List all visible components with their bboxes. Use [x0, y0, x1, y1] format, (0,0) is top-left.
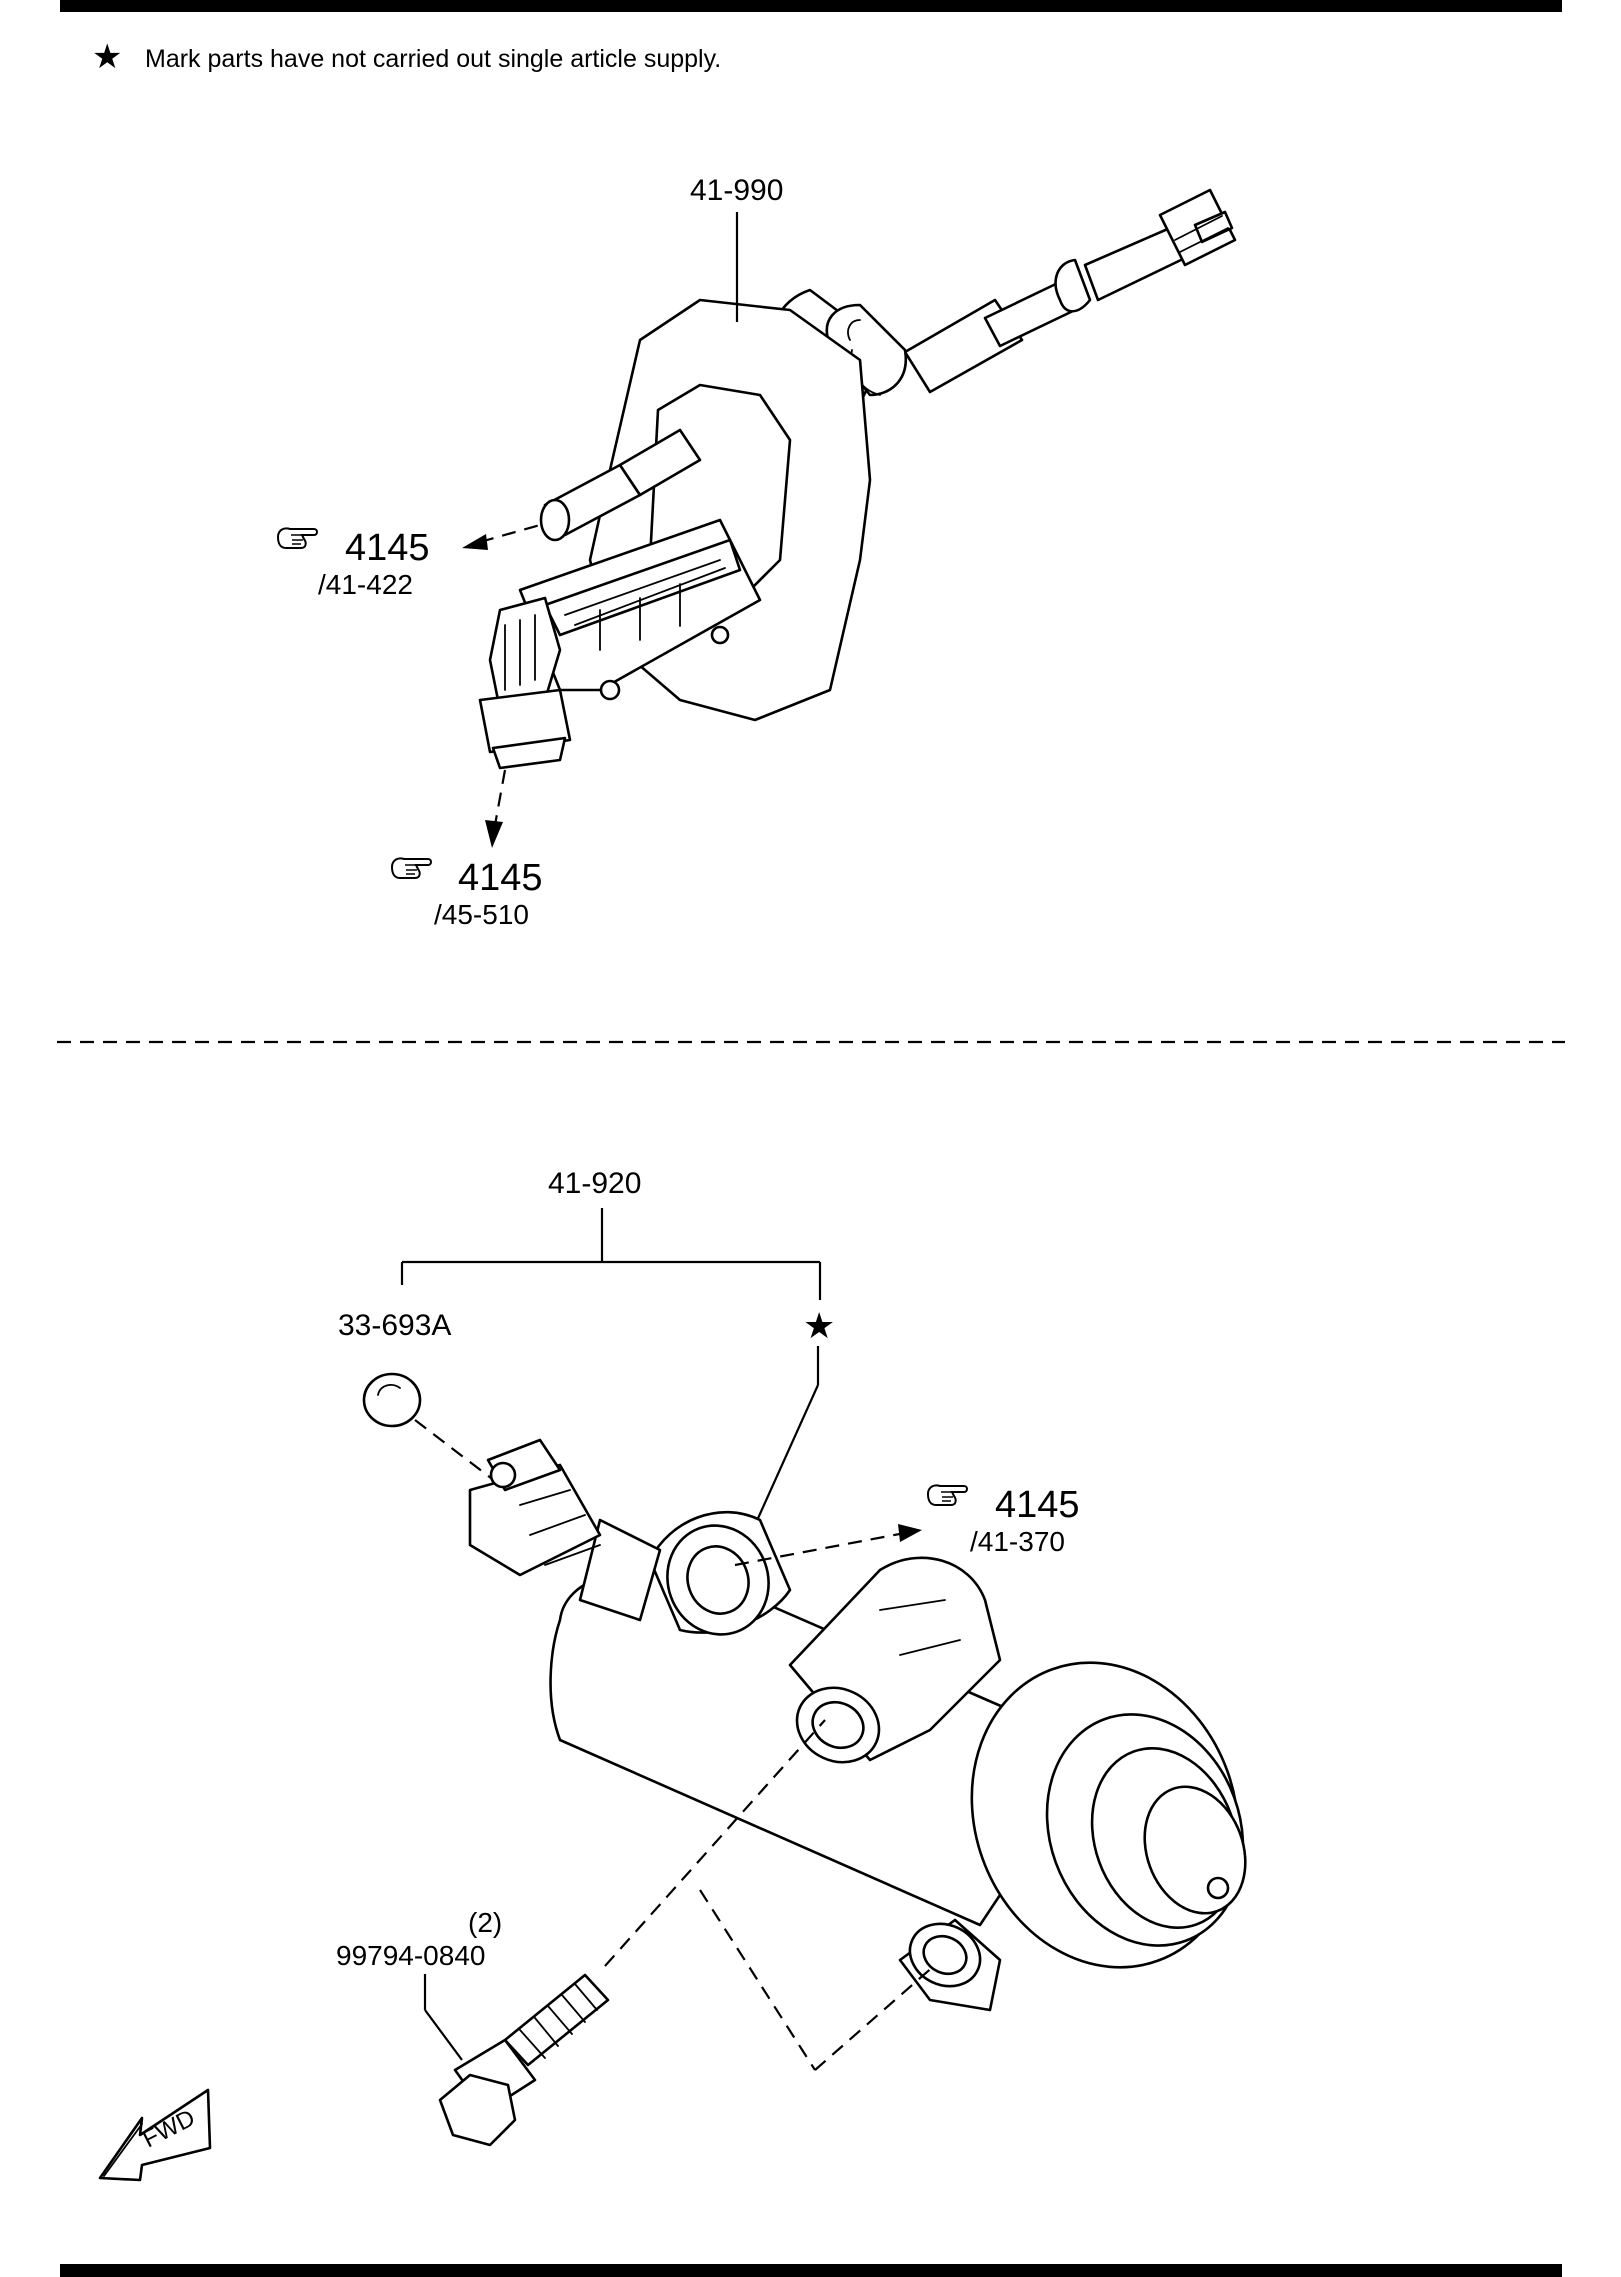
star-leader-diag: [753, 1384, 820, 1526]
clutch-master-cylinder-bottom: [468, 1438, 1247, 2012]
ref-4145-a: 4145 /41-422: [277, 523, 541, 600]
hand-pointer-icon: [277, 527, 318, 549]
bottom-border-bar: [60, 2264, 1562, 2277]
bolt-leader-diag: [424, 2009, 463, 2061]
cap-part-number: 33-693A: [338, 1309, 451, 1342]
svg-text:4145: 4145: [458, 857, 543, 899]
svg-text:4145: 4145: [995, 1484, 1080, 1526]
svg-text:/41-422: /41-422: [318, 569, 413, 600]
top-border-bar: [60, 0, 1562, 12]
bottom-part-number: 41-920: [548, 1167, 641, 1200]
ref-4145-c: 4145 /41-370: [734, 1484, 1080, 1567]
note-text: Mark parts have not carried out single a…: [145, 45, 721, 73]
hand-pointer-icon: [927, 1484, 968, 1506]
top-part-number: 41-990: [690, 174, 783, 207]
bolt-dash-lines: [604, 1719, 936, 2071]
star-icon: ★: [803, 1305, 835, 1346]
fwd-arrow-icon: FWD: [98, 2088, 212, 2182]
bracket-lines: [400, 1208, 822, 1300]
dust-cap: [362, 1372, 422, 1428]
cap-dash: [414, 1419, 501, 1486]
bolt-part-number: 99794-0840: [336, 1940, 485, 1971]
svg-text:/45-510: /45-510: [434, 899, 529, 930]
svg-text:/41-370: /41-370: [970, 1526, 1065, 1557]
svg-text:4145: 4145: [345, 527, 430, 569]
flange-bolt: [438, 1973, 610, 2147]
bolt-qty: (2): [468, 1907, 502, 1938]
hand-pointer-icon: [391, 857, 432, 879]
clutch-master-cylinder-top: [478, 188, 1237, 770]
ref-4145-b: 4145 /45-510: [391, 769, 543, 930]
note-star-icon: ★: [92, 38, 122, 76]
